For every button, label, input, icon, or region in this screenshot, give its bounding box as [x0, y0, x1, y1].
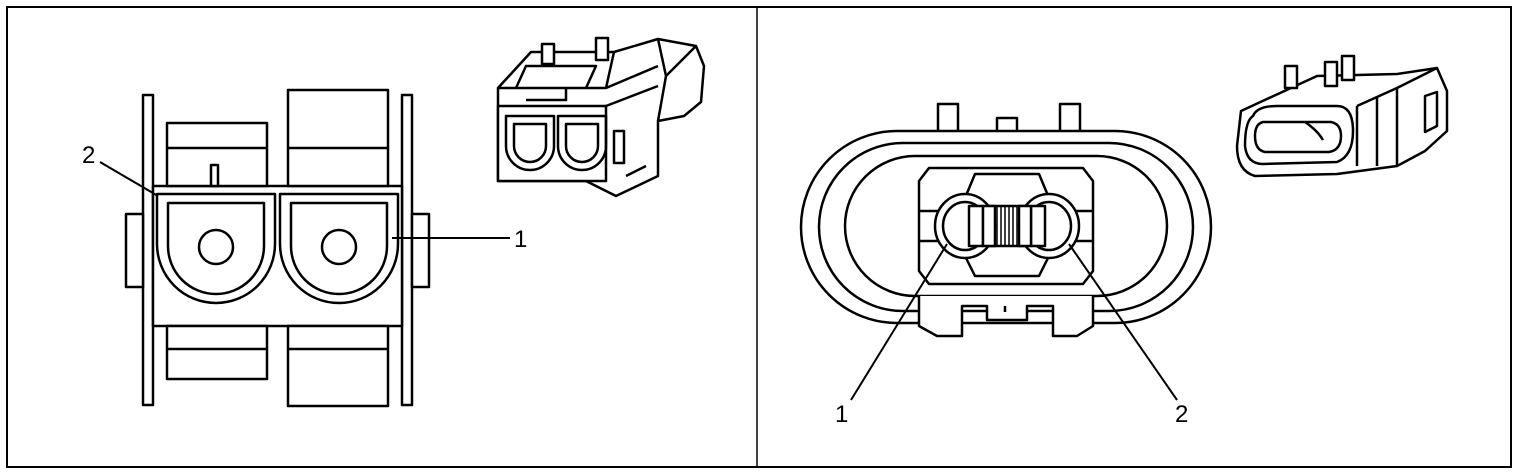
connector-isometric-thumbnail — [496, 36, 706, 198]
terminal-1 — [933, 192, 997, 260]
callout-label-1: 1 — [835, 401, 849, 428]
callout-label-2: 2 — [82, 142, 96, 169]
cavity-1 — [278, 192, 400, 305]
diagram-frame — [6, 6, 1512, 468]
terminal-2 — [1017, 192, 1081, 260]
left-panel: 2 1 — [6, 6, 757, 468]
connector-isometric-thumbnail — [1235, 54, 1449, 178]
sealed-connector-face-view — [799, 54, 1449, 401]
callout-label-2: 2 — [1175, 401, 1189, 428]
cavity-2 — [155, 192, 277, 305]
callout-label-1: 1 — [514, 226, 528, 253]
two-cavity-connector-face-view — [99, 36, 706, 408]
right-panel: 1 2 — [757, 6, 1508, 468]
